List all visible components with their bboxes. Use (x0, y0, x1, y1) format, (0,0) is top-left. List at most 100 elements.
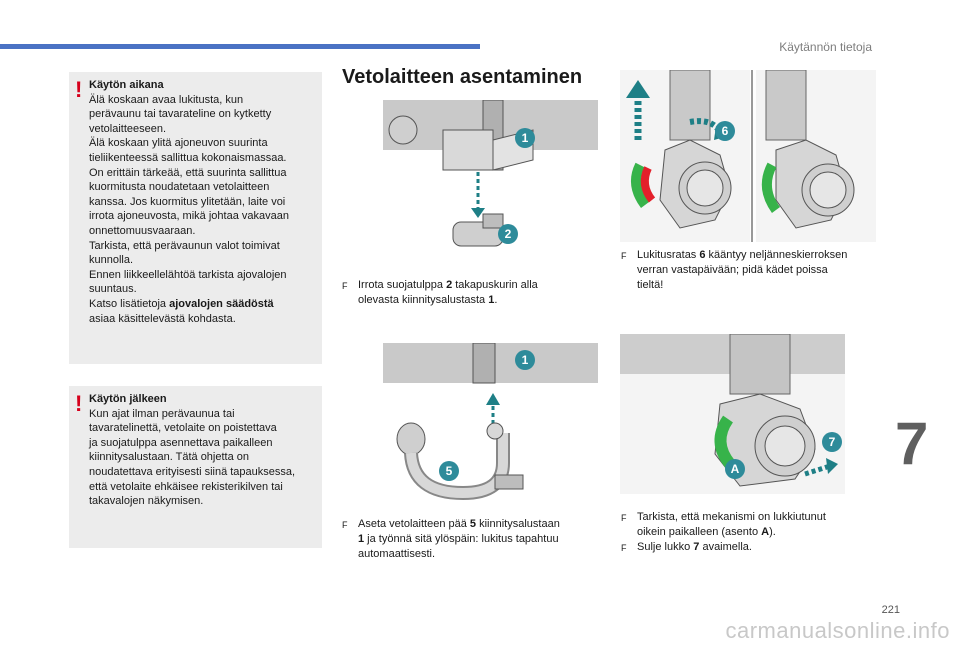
step-insert-towbar: F Aseta vetolaitteen pää 5 kiinnitysalus… (342, 517, 592, 562)
step-text: Irrota suojatulppa 2 takapuskurin alla ol… (358, 278, 538, 308)
step-text-part: oikein paikalleen (asento (637, 526, 762, 538)
step-text-part: . (494, 294, 498, 306)
step-bullet-icon: F (342, 520, 348, 530)
figure-check-lock: 7 A (620, 334, 845, 494)
warning-line: noudatettava erityisesti siinä tapaukses… (89, 465, 296, 478)
header-accent-bar (0, 44, 480, 49)
step-number: 1 (358, 533, 365, 545)
warning-line: onnettomuusvaaraan. (89, 224, 196, 237)
step-text: Aseta vetolaitteen pää 5 kiinnitysalusta… (358, 517, 560, 562)
warning-exclamation-icon: ! (75, 77, 83, 102)
figure-label: 7 (822, 432, 842, 452)
label-6: 6 (722, 124, 729, 138)
step-text: Tarkista, että mekanismi on lukkiutunut o… (637, 510, 826, 540)
warning-heading: Käytön jälkeen (89, 393, 167, 405)
step-text-part: avaimella. (699, 541, 752, 553)
step-number: 2 (446, 279, 453, 291)
label-1: 1 (522, 353, 529, 367)
step-text-part: Sulje lukko (637, 541, 694, 553)
figure-divider (751, 70, 753, 242)
step-text-part: verran vastapäivään; pidä kädet poissa (637, 264, 828, 276)
figure-lock-wheel-b-illustration (756, 70, 876, 242)
step-text-part: Lukitusratas (637, 249, 700, 261)
figure-label: 1 (515, 128, 535, 148)
step-text-part: takapuskurin alla (452, 279, 538, 291)
warning-line: On erittäin tärkeää, että suurinta salli… (89, 166, 287, 179)
label-1: 1 (522, 131, 529, 145)
step-number: 5 (469, 518, 477, 530)
step-remove-plug: F Irrota suojatulppa 2 takapuskurin alla… (342, 278, 592, 308)
figure-remove-plug-illustration (383, 100, 598, 247)
step-text-part: kääntyy neljänneskierroksen (705, 249, 848, 261)
step-bullet-icon: F (621, 251, 627, 261)
warning-line: kanssa. Jos kuormitus ylitetään, laite v… (89, 195, 286, 208)
warning-ref-bold: ajovalojen säädöstä (169, 297, 274, 310)
figure-check-lock-illustration (620, 334, 845, 494)
figure-label: 1 (515, 350, 535, 370)
step-position: A (761, 526, 770, 538)
figure-label: A (725, 459, 745, 479)
step-text-part: Tarkista, että mekanismi on lukkiutunut (637, 511, 826, 523)
warning-line: että vetolaite ehkäisee rekisterikilven … (89, 480, 283, 493)
figure-label: 6 (715, 121, 735, 141)
figure-insert-towbar: 1 5 (383, 343, 598, 505)
warning-line: tavaratelinettä, vetolaite on poistettav… (89, 422, 277, 435)
step-text: Lukitusratas 6 kääntyy neljänneskierroks… (637, 248, 847, 293)
step-text-part: kiinnitysalustaan (476, 518, 560, 530)
warning-line: Ennen liikkeellelähtöä tarkista ajovaloj… (89, 268, 287, 281)
label-7: 7 (829, 435, 836, 449)
step-lock-wheel: F Lukitusratas 6 kääntyy neljänneskierro… (621, 248, 891, 293)
warning-line: Kun ajat ilman perävaunua tai (89, 407, 235, 420)
warning-line: ja suojatulppa asennettava paikalleen (89, 436, 273, 449)
warning-line: Tarkista, että perävaunun valot toimivat (89, 239, 280, 252)
figure-label: 2 (498, 224, 518, 244)
figure-insert-towbar-illustration (383, 343, 598, 501)
label-2: 2 (505, 227, 512, 241)
step-number: 1 (488, 294, 495, 306)
step-text-part: olevasta kiinnitysalustasta (358, 294, 489, 306)
warning-line: kunnolla. (89, 254, 134, 267)
warning-line: kuormitusta noudatetaan vetolaitteen (89, 181, 270, 194)
step-bullet-icon: F (621, 513, 627, 523)
step-text-part: Irrota suojatulppa (358, 279, 447, 291)
section-title: Käytännön tietoja (779, 40, 872, 54)
warning-exclamation-icon: ! (75, 391, 83, 416)
warning-line: kiinnitysalustaan. Tätä ohjetta on (89, 451, 250, 464)
warning-box-during-use: ! Käytön aikana Älä koskaan avaa lukitus… (69, 72, 322, 364)
warning-line: tieliikenteessä sallittua kokonaismassaa… (89, 151, 287, 164)
label-a: A (731, 462, 740, 476)
figure-label: 5 (439, 461, 459, 481)
figure-remove-plug: 1 2 (383, 100, 598, 260)
chapter-tab: 7 (889, 398, 960, 490)
page-title: Vetolaitteen asentaminen (342, 66, 583, 88)
warning-line: Älä koskaan avaa lukitusta, kun (89, 93, 244, 106)
warning-box-after-use: ! Käytön jälkeen Kun ajat ilman perävaun… (69, 386, 322, 548)
step-number: 7 (693, 541, 700, 553)
step-text-part: ja työnnä sitä ylöspäin: lukitus tapahtu… (364, 533, 559, 545)
warning-heading: Käytön aikana (89, 79, 164, 91)
warning-line: asiaa käsittelevästä kohdasta. (89, 312, 236, 325)
figure-lock-wheel-b (756, 70, 876, 242)
warning-line: vetolaitteeseen. (89, 122, 167, 135)
figure-lock-wheel-a-illustration (620, 70, 750, 242)
step-text-part: ). (769, 526, 776, 538)
warning-ref-prefix: Katso lisätietoja (89, 297, 170, 310)
warning-line: takavalojen näkymisen. (89, 495, 204, 508)
step-check-and-lock: F Tarkista, että mekanismi on lukkiutunu… (621, 510, 891, 556)
watermark: carmanualsonline.info (725, 618, 950, 643)
step-text-part: Aseta vetolaitteen pää (358, 518, 470, 530)
step-number: 6 (699, 249, 706, 261)
step-text-part: automaattisesti. (358, 548, 436, 560)
step-text: Sulje lukko 7 avaimella. (637, 540, 752, 556)
figure-lock-wheel-a: 6 (620, 70, 750, 242)
warning-line: Älä koskaan ylitä ajoneuvon suurinta (89, 137, 268, 150)
label-5: 5 (446, 464, 453, 478)
warning-line: irrota ajoneuvosta, mikä johtaa vakavaan (89, 210, 289, 223)
chapter-number: 7 (895, 410, 929, 477)
warning-reference: Katso lisätietoja ajovalojen säädöstä (89, 297, 314, 312)
step-text-part: tieltä! (637, 279, 664, 291)
warning-line: perävaunu tai tavarateline on kytketty (89, 108, 272, 121)
step-bullet-icon: F (621, 543, 627, 553)
warning-line: suuntaus. (89, 283, 137, 296)
step-bullet-icon: F (342, 281, 348, 291)
